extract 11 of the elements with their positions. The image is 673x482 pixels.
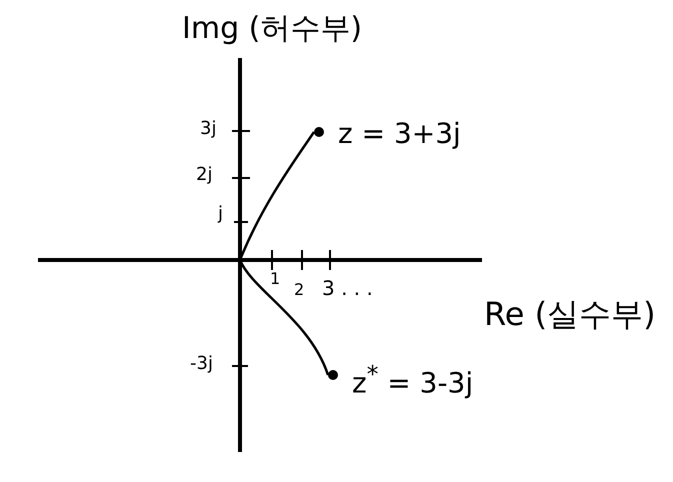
axis-title: Re (실수부) — [484, 298, 656, 330]
axis-title: Img (허수부) — [182, 14, 362, 44]
tick-label: j — [218, 205, 224, 223]
tick-label: 3j — [200, 120, 216, 138]
tick-label: 2 — [294, 282, 304, 298]
tick-label: 2j — [196, 166, 212, 184]
tick-label: -3j — [190, 355, 213, 373]
tick-label: 3 . . . — [322, 278, 373, 298]
point-label: z = 3+3j — [338, 120, 461, 148]
tick-label: 1 — [270, 271, 280, 287]
point-label: z$^{*}$ = 3-3j — [352, 363, 474, 398]
